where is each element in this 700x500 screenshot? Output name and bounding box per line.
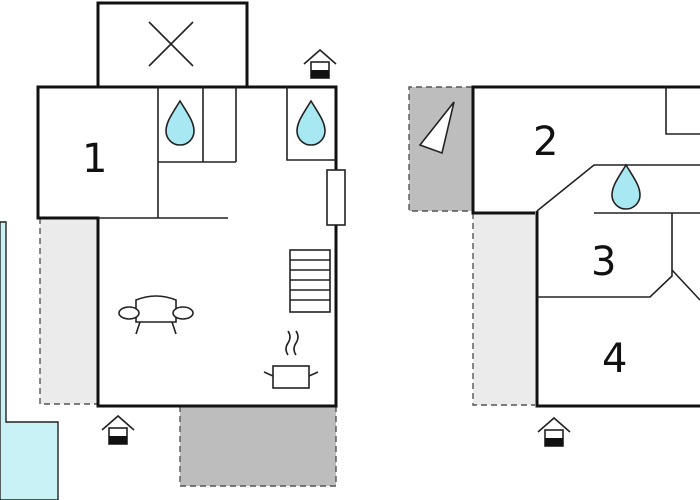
left-terrace-outline [39, 218, 98, 405]
room-3-label: 3 [591, 239, 616, 285]
staircase-icon [289, 249, 331, 313]
bottom-terrace-outline [179, 406, 337, 487]
room-2-label: 2 [533, 119, 558, 165]
closet-top-right [665, 87, 700, 135]
water-drop-icon [165, 99, 195, 146]
window [326, 169, 346, 226]
left-building-walls [36, 85, 338, 408]
sofa-icon [118, 295, 194, 335]
wall-room3-bottom [537, 213, 673, 298]
upper-terrace-right-outline [408, 86, 472, 212]
wall-bath2 [286, 87, 336, 161]
water-drop-icon [296, 99, 326, 146]
compass-triangle-icon [418, 101, 455, 155]
water-drop-icon [611, 163, 641, 210]
void-cross-icon [148, 21, 194, 67]
room-1-label: 1 [82, 136, 107, 182]
right-building-upper-walls [471, 85, 700, 215]
entrance-house-icon [537, 416, 571, 447]
left-terrace [40, 218, 98, 404]
pool [0, 221, 59, 500]
wall-bath-polygon [536, 164, 700, 212]
right-building-lower-walls [535, 211, 700, 408]
lower-terrace-right [473, 213, 535, 405]
entrance-house-icon [303, 48, 337, 79]
wall-room3-diag-right [671, 269, 700, 301]
bottom-terrace [180, 406, 336, 486]
entrance-house-icon [101, 414, 135, 445]
room-4-label: 4 [602, 336, 627, 382]
cooking-pot-icon [263, 330, 319, 389]
lower-terrace-right-outline [472, 213, 535, 406]
